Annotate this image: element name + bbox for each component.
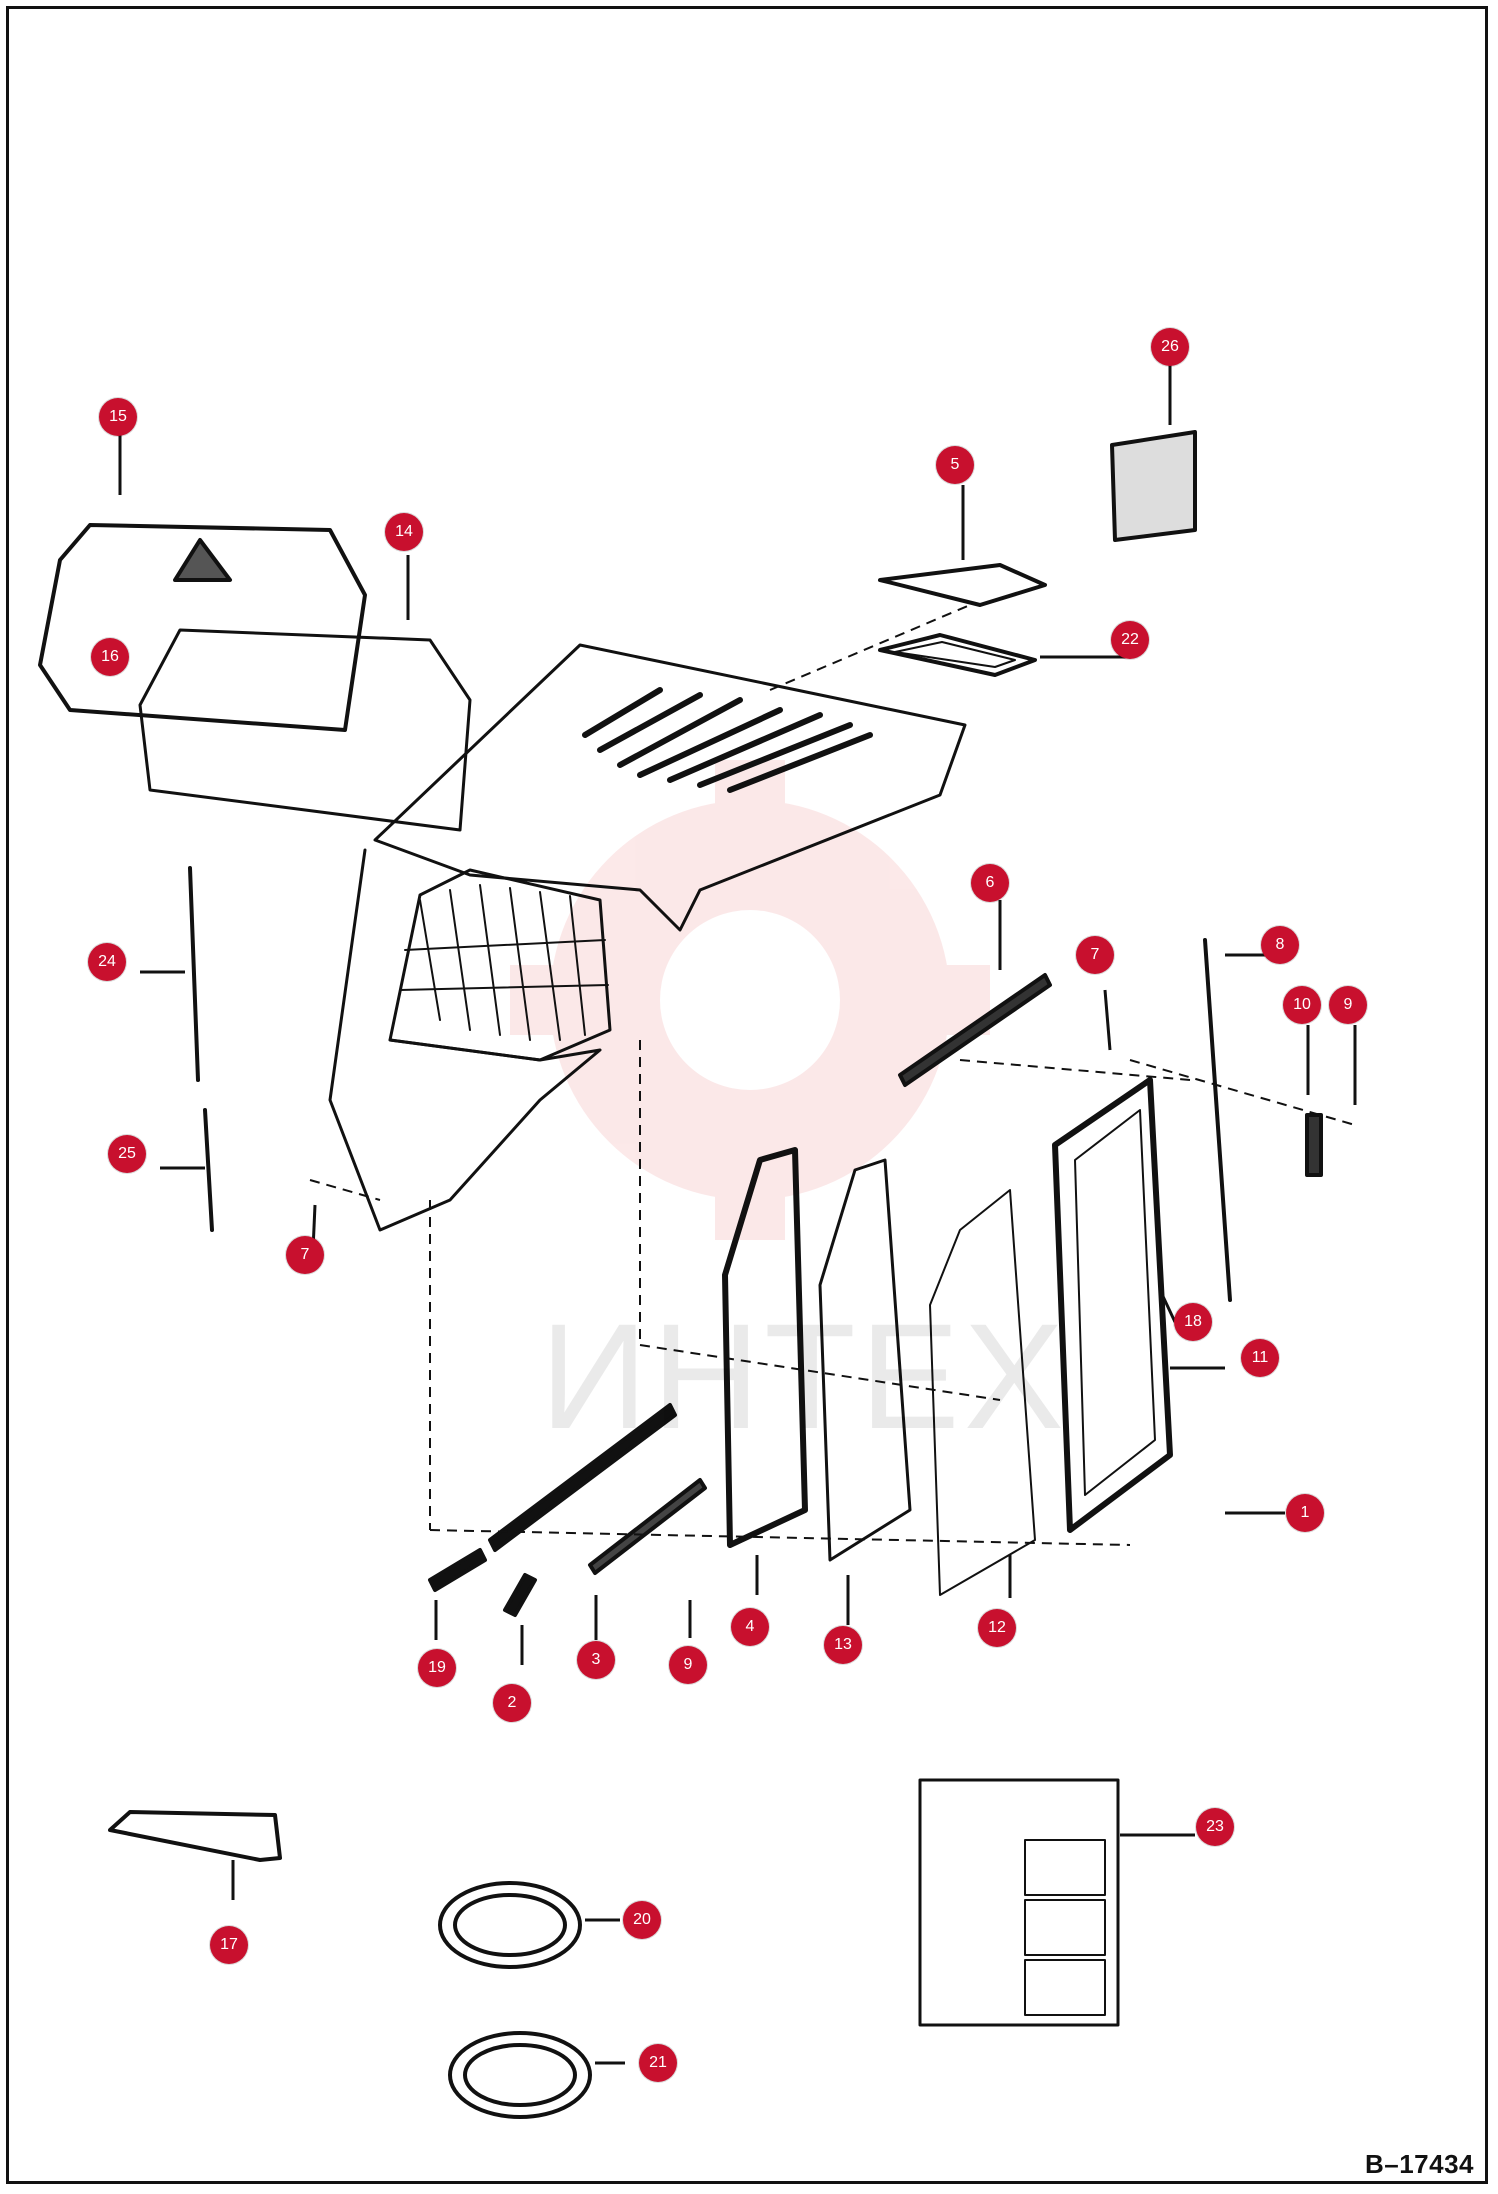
callout-part-15[interactable]: 15 bbox=[99, 398, 137, 436]
callout-part-26[interactable]: 26 bbox=[1151, 328, 1189, 366]
sealant-tube-part bbox=[108, 1810, 282, 1862]
weatherstrip-2 bbox=[503, 1573, 537, 1617]
seal-coil-21 bbox=[448, 2031, 592, 2119]
diagram-frame bbox=[6, 6, 1488, 2184]
door-gasket-part bbox=[818, 1158, 912, 1562]
cab-side-part bbox=[328, 848, 602, 1232]
callout-part-10[interactable]: 10 bbox=[1283, 986, 1321, 1024]
callout-part-16[interactable]: 16 bbox=[91, 638, 129, 676]
callout-part-9[interactable]: 9 bbox=[669, 1646, 707, 1684]
callout-part-8[interactable]: 8 bbox=[1261, 926, 1299, 964]
instruction-sheet-part bbox=[918, 1778, 1120, 2027]
callout-part-9[interactable]: 9 bbox=[1329, 986, 1367, 1024]
callout-part-21[interactable]: 21 bbox=[639, 2044, 677, 2082]
front-glass-part bbox=[138, 628, 472, 832]
callout-part-23[interactable]: 23 bbox=[1196, 1808, 1234, 1846]
seal-strip-24 bbox=[188, 866, 200, 1082]
cover-plate-part bbox=[878, 563, 1047, 607]
callout-part-18[interactable]: 18 bbox=[1174, 1303, 1212, 1341]
callout-part-13[interactable]: 13 bbox=[824, 1626, 862, 1664]
callout-part-4[interactable]: 4 bbox=[731, 1608, 769, 1646]
door-seal-part bbox=[722, 1147, 808, 1548]
callout-part-7[interactable]: 7 bbox=[1076, 936, 1114, 974]
mirror-frame-part bbox=[38, 523, 367, 732]
callout-part-6[interactable]: 6 bbox=[971, 864, 1009, 902]
weatherstrip-19 bbox=[428, 1548, 487, 1592]
leader-lines bbox=[118, 360, 1357, 2065]
callout-part-25[interactable]: 25 bbox=[108, 1135, 146, 1173]
callout-part-1[interactable]: 1 bbox=[1286, 1494, 1324, 1532]
callout-part-11[interactable]: 11 bbox=[1241, 1339, 1279, 1377]
callout-part-5[interactable]: 5 bbox=[936, 446, 974, 484]
roof-vents bbox=[582, 687, 873, 793]
rod-part bbox=[1203, 938, 1232, 1302]
seal-strip-25 bbox=[203, 1108, 214, 1232]
assembly-dashed-lines bbox=[309, 604, 1356, 1546]
callout-part-22[interactable]: 22 bbox=[1111, 621, 1149, 659]
door-bar-part bbox=[898, 973, 1052, 1087]
callout-part-24[interactable]: 24 bbox=[88, 943, 126, 981]
gasket-part bbox=[878, 633, 1037, 677]
callout-part-20[interactable]: 20 bbox=[623, 1901, 661, 1939]
callout-part-19[interactable]: 19 bbox=[418, 1649, 456, 1687]
grille-mesh bbox=[399, 884, 609, 1041]
callout-part-17[interactable]: 17 bbox=[210, 1926, 248, 1964]
callout-part-12[interactable]: 12 bbox=[978, 1609, 1016, 1647]
callout-part-7[interactable]: 7 bbox=[286, 1236, 324, 1274]
cab-top-part bbox=[373, 643, 967, 932]
door-glass-part bbox=[929, 1189, 1036, 1596]
mirror-mount-part bbox=[173, 538, 232, 582]
callout-part-2[interactable]: 2 bbox=[493, 1684, 531, 1722]
latch-part bbox=[1305, 1113, 1323, 1177]
seal-coil-20 bbox=[438, 1881, 582, 1969]
weatherstrip-long bbox=[488, 1403, 677, 1552]
door-part bbox=[1052, 1077, 1173, 1533]
callout-part-14[interactable]: 14 bbox=[385, 513, 423, 551]
callout-part-3[interactable]: 3 bbox=[577, 1641, 615, 1679]
filter-box-part bbox=[1110, 430, 1197, 542]
channel-3 bbox=[588, 1478, 707, 1575]
drawing-number: B–17434 bbox=[1364, 2149, 1474, 2179]
